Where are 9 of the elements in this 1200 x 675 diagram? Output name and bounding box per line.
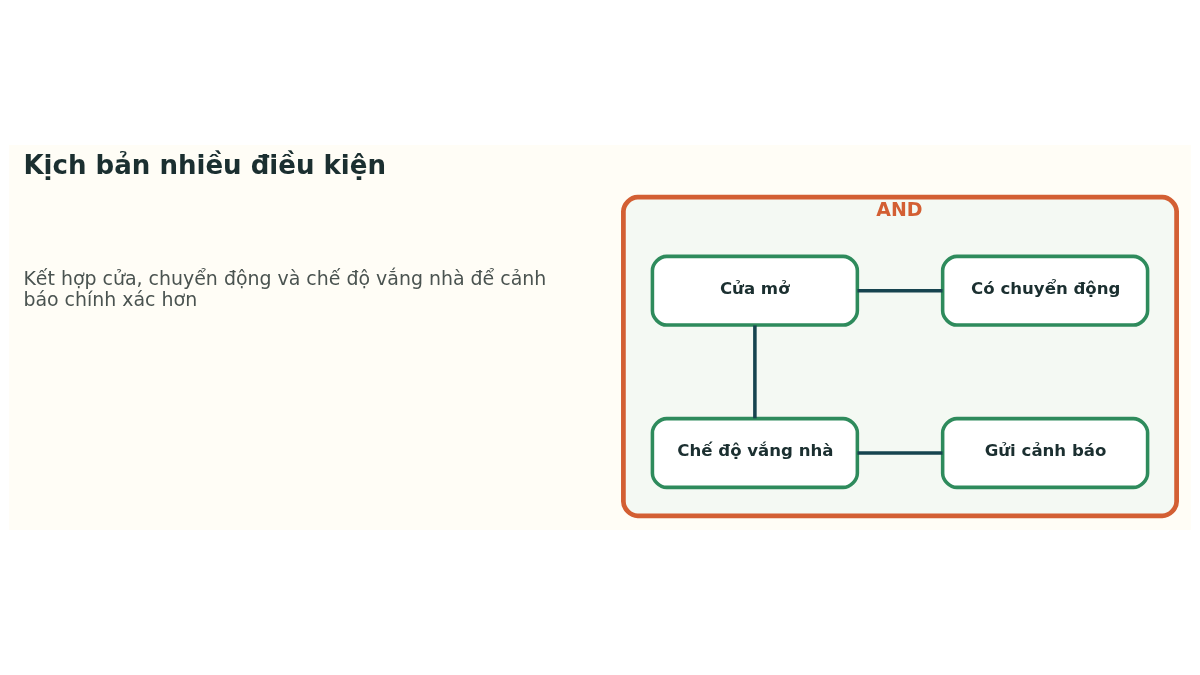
node-box: Chế độ vắng nhà [650,416,860,490]
node-box: Có chuyển động [940,254,1150,327]
connector [857,288,943,293]
node-box: Gửi cảnh báo [940,416,1150,490]
node-box: Cửa mở [650,254,860,327]
connector [857,451,943,455]
label: Kết hợp cửa, chuyển động và chế độ vắng nhà để cảnh báo chính xác hơn [23,266,547,310]
diagram-title: Kịch bản nhiều điều kiện [23,150,386,181]
connector [753,325,757,419]
